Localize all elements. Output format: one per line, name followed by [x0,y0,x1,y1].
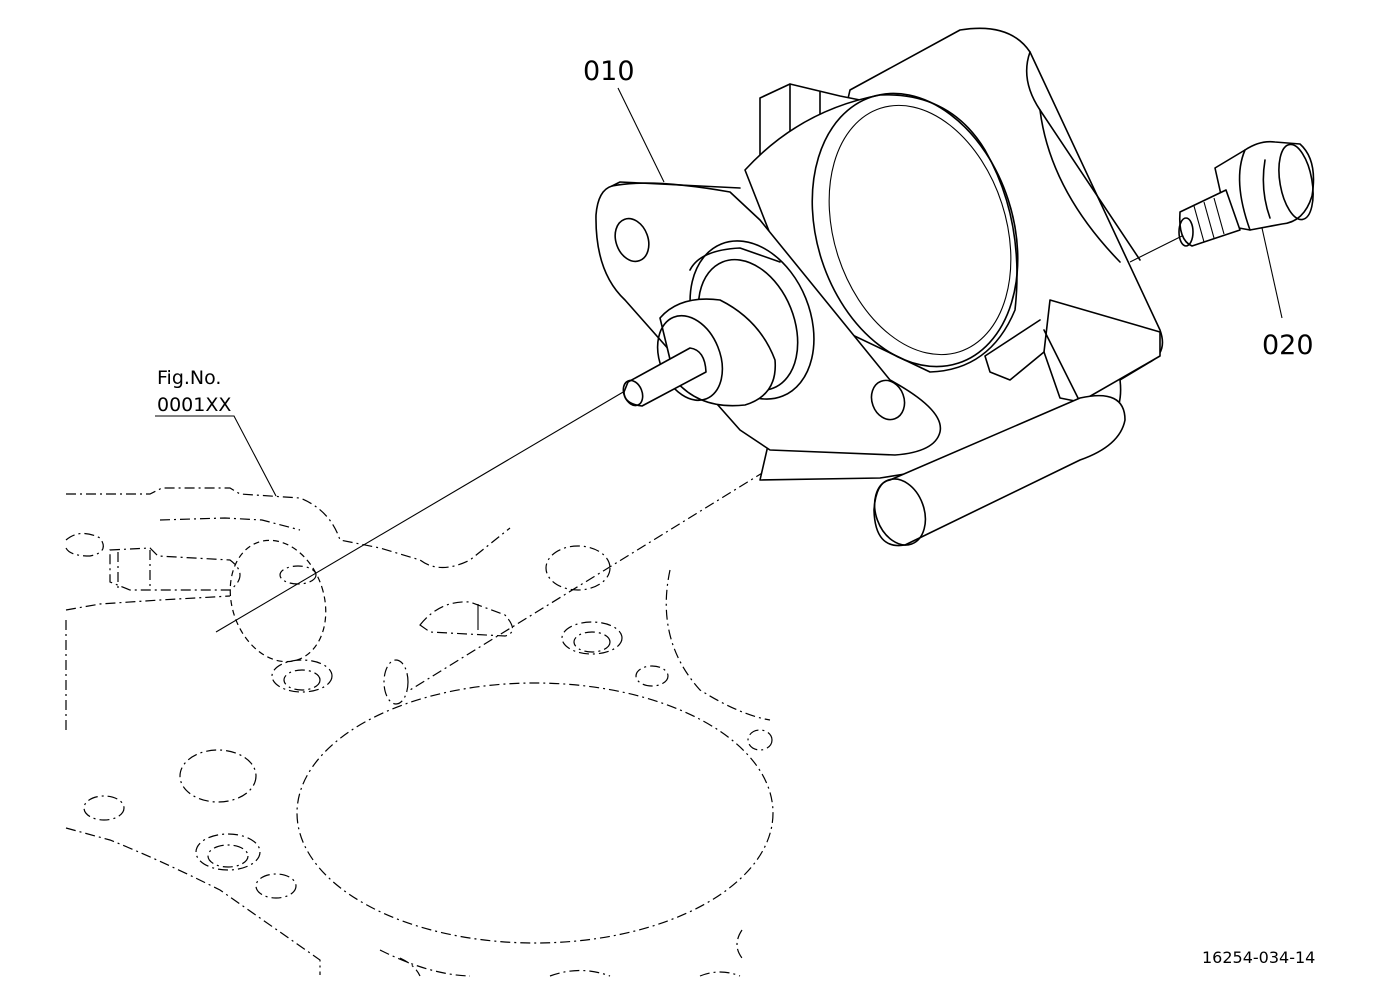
screw-part [1178,140,1315,247]
drawing-number: 16254-034-14 [1202,948,1315,967]
leader-010 [617,87,665,183]
leader-lines [155,87,1283,497]
leader-fig [155,415,277,497]
part-label-020: 020 [1262,330,1314,361]
part-label-010: 010 [583,56,635,87]
fig-number: 0001XX [157,394,231,416]
head-gasket-outline [65,487,774,977]
leader-020 [1261,227,1283,319]
solenoid-assembly [595,27,1164,547]
fig-label: Fig.No. [157,367,221,389]
